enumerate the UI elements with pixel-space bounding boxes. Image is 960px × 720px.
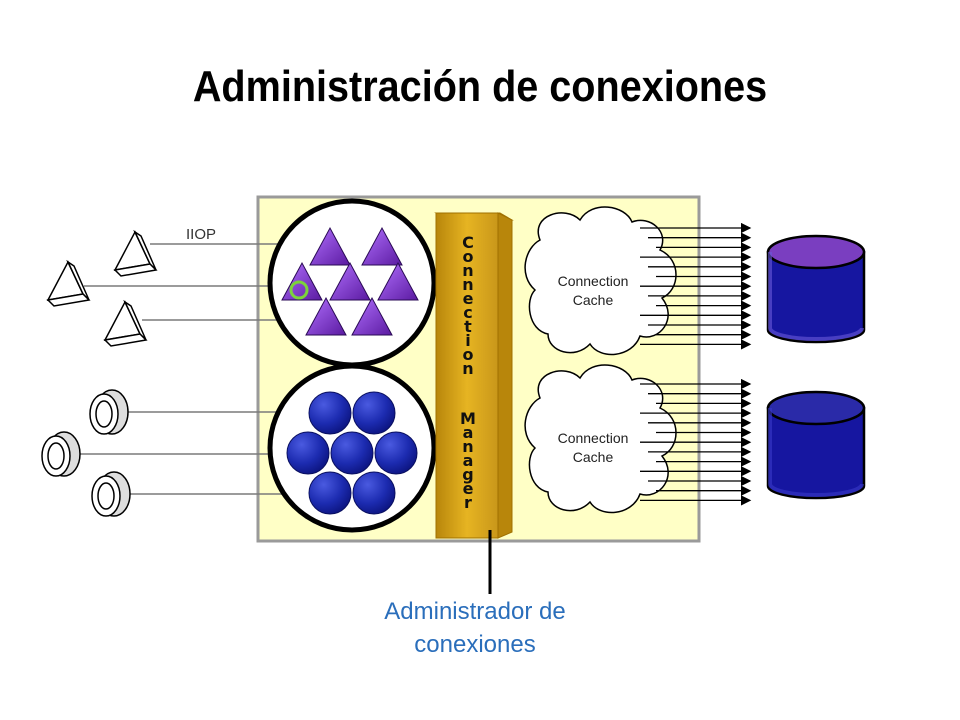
slide-title: Administración de conexiones: [192, 62, 768, 111]
cache-to-database-arrows-bottom: [640, 378, 752, 506]
connection-cache-label: Connection Cache: [538, 272, 648, 310]
connection-cache-cloud-2: [524, 364, 677, 514]
cache-label-line1: Connection: [557, 430, 629, 446]
cache-label-line1: Connection: [557, 273, 629, 289]
active-connection-icon: [289, 280, 309, 300]
pooled-sphere-icons: [286, 391, 418, 515]
iiop-label: IIOP: [186, 226, 217, 243]
cache-label-line2: Cache: [572, 292, 614, 308]
connection-manager-pillar: [434, 212, 514, 539]
cache-to-database-arrows-top: [640, 222, 752, 350]
cache-label-line2: Cache: [572, 449, 614, 465]
database-cylinder-icon: [766, 234, 866, 344]
connection-manager-caption: Administrador de conexiones: [350, 595, 600, 661]
ring-client-icon: [41, 389, 131, 517]
caption-line2: conexiones: [414, 631, 536, 658]
database-cylinder-icon: [766, 390, 866, 500]
connection-cache-label: Connection Cache: [538, 429, 648, 467]
triangle-client-icon: [46, 229, 158, 347]
caption-line1: Administrador de: [384, 598, 566, 625]
connection-cache-cloud-1: [524, 206, 677, 356]
